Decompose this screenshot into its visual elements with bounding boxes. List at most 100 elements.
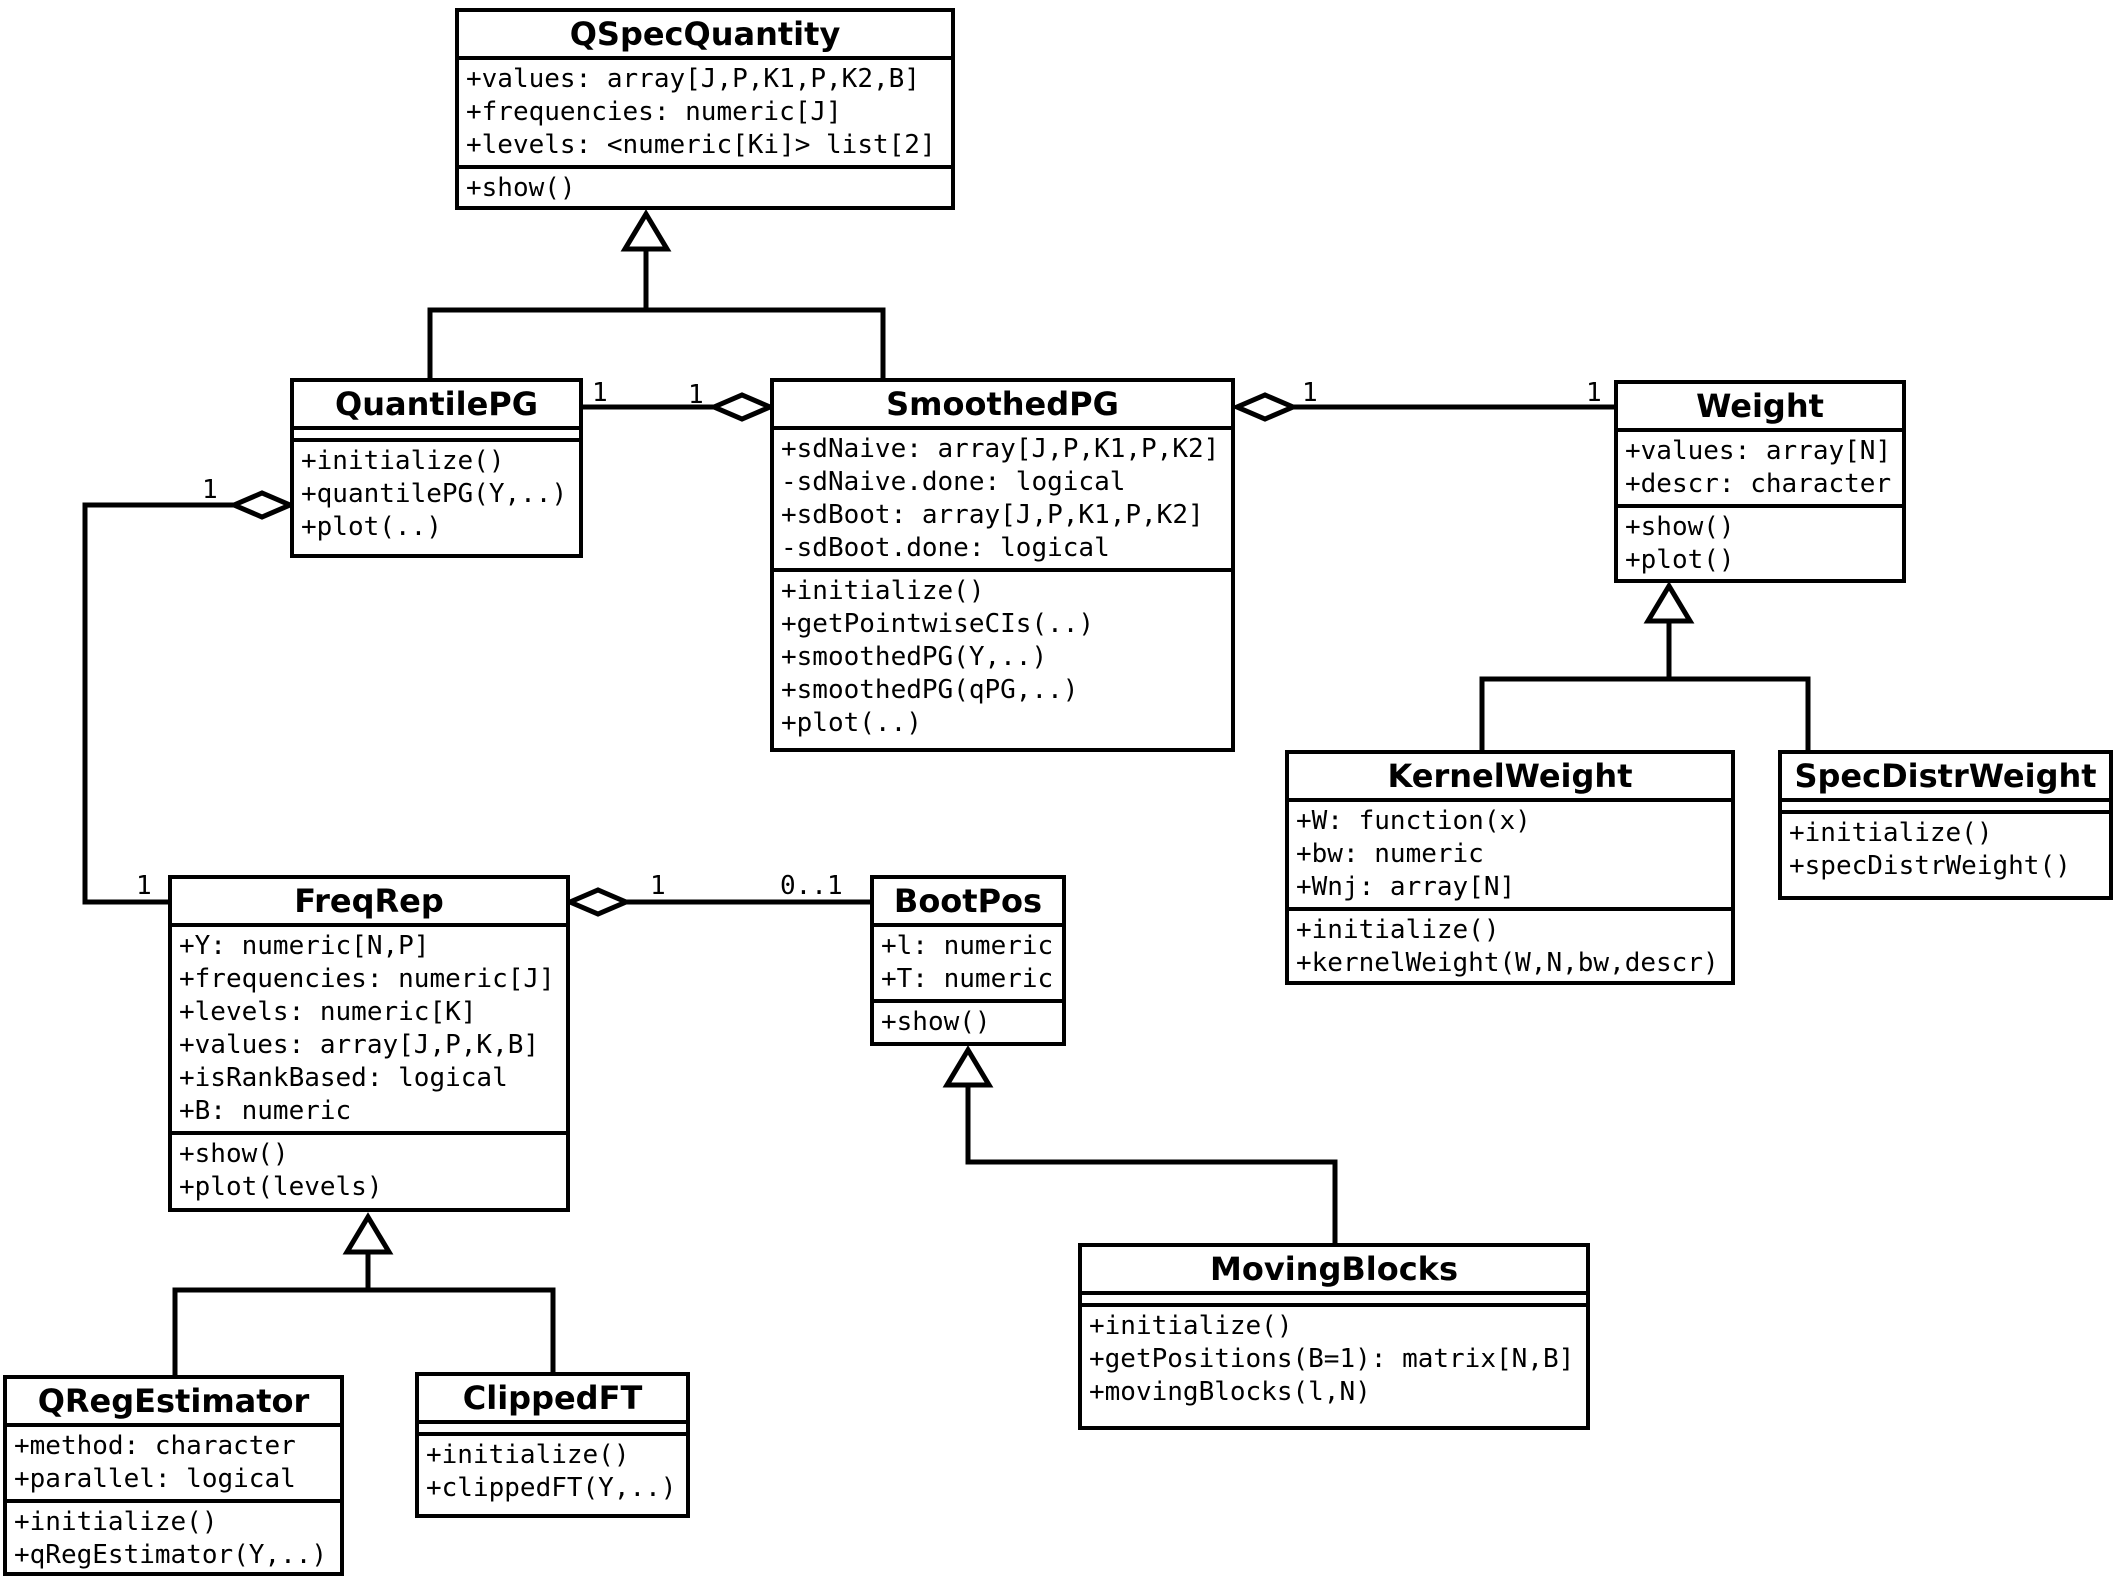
- attribute-line: +frequencies: numeric[J]: [179, 964, 555, 994]
- method-line: +smoothedPG(Y,..): [781, 642, 1048, 672]
- attributes-section: [419, 1424, 686, 1436]
- attribute-line: +l: numeric: [881, 931, 1054, 961]
- method-line: +plot(..): [301, 512, 442, 542]
- attribute-line: +levels: <numeric[Ki]> list[2]: [466, 130, 936, 160]
- attribute-line: -sdNaive.done: logical: [781, 467, 1126, 497]
- method-line: +movingBlocks(l,N): [1089, 1377, 1371, 1407]
- multiplicity-label: 1: [592, 378, 608, 408]
- class-title: SmoothedPG: [774, 382, 1231, 430]
- class-quantilepg: QuantilePG +initialize() +quantilePG(Y,.…: [290, 378, 583, 558]
- methods-section: +initialize() +kernelWeight(W,N,bw,descr…: [1289, 911, 1731, 983]
- multiplicity-label: 0..1: [780, 871, 843, 901]
- method-line: +initialize(): [1789, 818, 1993, 848]
- class-title: Weight: [1618, 384, 1902, 432]
- attributes-section: [1782, 802, 2109, 814]
- method-line: +initialize(): [14, 1507, 218, 1537]
- hollow-diamond: [227, 490, 297, 520]
- class-clippedft: ClippedFT +initialize() +clippedFT(Y,..): [415, 1372, 690, 1518]
- methods-section: +initialize() +getPositions(B=1): matrix…: [1082, 1307, 1586, 1426]
- attribute-line: -sdBoot.done: logical: [781, 533, 1110, 563]
- multiplicity-label: 1: [136, 871, 152, 901]
- class-qspecquantity: QSpecQuantity +values: array[J,P,K1,P,K2…: [455, 8, 955, 210]
- class-title: QuantilePG: [294, 382, 579, 430]
- attribute-line: +values: array[J,P,K,B]: [179, 1030, 540, 1060]
- method-line: +show(): [179, 1139, 289, 1169]
- method-line: +qRegEstimator(Y,..): [14, 1540, 328, 1570]
- attributes-section: +l: numeric +T: numeric: [874, 927, 1062, 1003]
- method-line: +initialize(): [426, 1440, 630, 1470]
- multiplicity-label: 1: [1586, 378, 1602, 408]
- method-line: +initialize(): [301, 446, 505, 476]
- method-line: +clippedFT(Y,..): [426, 1473, 677, 1503]
- attributes-section: +values: array[J,P,K1,P,K2,B] +frequenci…: [459, 60, 951, 169]
- attribute-line: +method: character: [14, 1431, 296, 1461]
- method-line: +getPositions(B=1): matrix[N,B]: [1089, 1344, 1575, 1374]
- attribute-line: +values: array[J,P,K1,P,K2,B]: [466, 64, 920, 94]
- attribute-line: +values: array[N]: [1625, 436, 1892, 466]
- aggregation-smoothedpg-weight: [1230, 392, 1617, 422]
- generalization-branch-line: [427, 307, 886, 381]
- method-line: +plot(levels): [179, 1172, 383, 1202]
- method-line: +plot(..): [781, 708, 922, 738]
- generalization-branch-line: [1479, 676, 1811, 753]
- multiplicity-label: 1: [202, 475, 218, 505]
- attribute-line: +parallel: logical: [14, 1464, 296, 1494]
- method-line: +show(): [1625, 512, 1735, 542]
- class-movingblocks: MovingBlocks +initialize() +getPositions…: [1078, 1243, 1590, 1430]
- method-line: +show(): [466, 173, 576, 203]
- class-specdistrweight: SpecDistrWeight +initialize() +specDistr…: [1778, 750, 2113, 900]
- methods-section: +initialize() +specDistrWeight(): [1782, 814, 2109, 896]
- association-line: [82, 502, 237, 905]
- hollow-diamond: [707, 392, 777, 422]
- method-line: +specDistrWeight(): [1789, 851, 2071, 881]
- class-bootpos: BootPos +l: numeric +T: numeric +show(): [870, 875, 1066, 1046]
- method-line: +kernelWeight(W,N,bw,descr): [1296, 948, 1719, 978]
- attribute-line: +T: numeric: [881, 964, 1054, 994]
- class-title: KernelWeight: [1289, 754, 1731, 802]
- attributes-section: [1082, 1295, 1586, 1307]
- hollow-triangle-arrowhead: [942, 1045, 994, 1088]
- method-line: +quantilePG(Y,..): [301, 479, 568, 509]
- generalization-line: [965, 1082, 1338, 1246]
- hollow-triangle-arrowhead: [342, 1212, 394, 1255]
- class-title: QSpecQuantity: [459, 12, 951, 60]
- aggregation-smoothedpg-quantilepg: [580, 392, 777, 422]
- methods-section: +initialize() +clippedFT(Y,..): [419, 1436, 686, 1514]
- attributes-section: +W: function(x) +bw: numeric +Wnj: array…: [1289, 802, 1731, 911]
- class-kernelweight: KernelWeight +W: function(x) +bw: numeri…: [1285, 750, 1735, 985]
- method-line: +smoothedPG(qPG,..): [781, 675, 1079, 705]
- attribute-line: +bw: numeric: [1296, 839, 1484, 869]
- attribute-line: +sdNaive: array[J,P,K1,P,K2]: [781, 434, 1220, 464]
- generalization-branch-line: [172, 1287, 556, 1378]
- class-qregestimator: QRegEstimator +method: character +parall…: [3, 1375, 344, 1576]
- attribute-line: +descr: character: [1625, 469, 1892, 499]
- methods-section: +initialize() +qRegEstimator(Y,..): [7, 1503, 340, 1575]
- multiplicity-label: 1: [650, 871, 666, 901]
- method-line: +plot(): [1625, 545, 1735, 575]
- class-weight: Weight +values: array[N] +descr: charact…: [1614, 380, 1906, 583]
- class-title: BootPos: [874, 879, 1062, 927]
- hollow-diamond: [1230, 392, 1300, 422]
- methods-section: +show() +plot(levels): [172, 1135, 566, 1208]
- attribute-line: +isRankBased: logical: [179, 1063, 508, 1093]
- methods-section: +show() +plot(): [1618, 508, 1902, 580]
- multiplicity-label: 1: [1302, 378, 1318, 408]
- generalization-to-freqrep: [172, 1212, 556, 1378]
- method-line: +initialize(): [1089, 1311, 1293, 1341]
- class-title: ClippedFT: [419, 1376, 686, 1424]
- attributes-section: [294, 430, 579, 442]
- class-title: SpecDistrWeight: [1782, 754, 2109, 802]
- hollow-triangle-arrowhead: [620, 209, 672, 252]
- attributes-section: +sdNaive: array[J,P,K1,P,K2] -sdNaive.do…: [774, 430, 1231, 572]
- methods-section: +initialize() +quantilePG(Y,..) +plot(..…: [294, 442, 579, 554]
- methods-section: +show(): [874, 1003, 1062, 1042]
- class-title: QRegEstimator: [7, 1379, 340, 1427]
- class-title: FreqRep: [172, 879, 566, 927]
- method-line: +show(): [881, 1007, 991, 1037]
- attributes-section: +Y: numeric[N,P] +frequencies: numeric[J…: [172, 927, 566, 1135]
- generalization-to-weight: [1479, 581, 1811, 753]
- attribute-line: +frequencies: numeric[J]: [466, 97, 842, 127]
- aggregation-quantilepg-freqrep: [82, 490, 297, 905]
- attributes-section: +values: array[N] +descr: character: [1618, 432, 1902, 508]
